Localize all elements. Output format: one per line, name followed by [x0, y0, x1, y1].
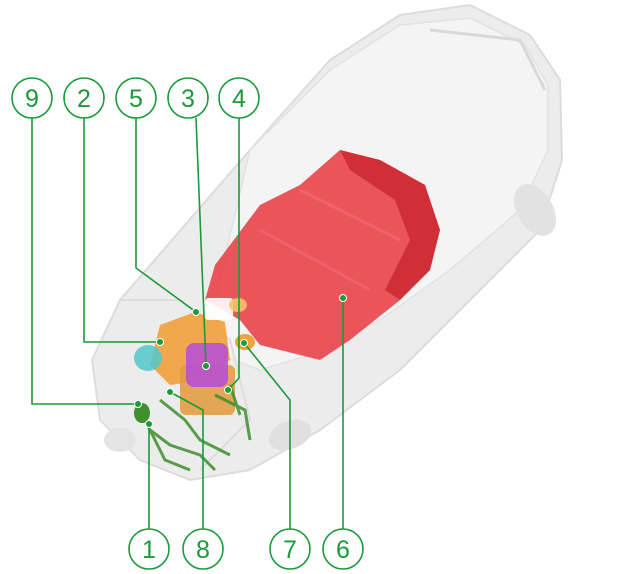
- callout-number-2: 2: [77, 85, 91, 113]
- callout-number-9: 9: [25, 85, 39, 113]
- callout-number-5: 5: [129, 85, 143, 113]
- anchor-dot-6: [340, 295, 347, 302]
- anchor-dot-4: [225, 387, 232, 394]
- anchor-dot-8: [167, 389, 174, 396]
- callout-number-3: 3: [181, 85, 195, 113]
- anchor-dot-5: [193, 309, 200, 316]
- callout-number-6: 6: [336, 536, 350, 564]
- callout-number-8: 8: [196, 536, 210, 564]
- anchor-dot-2: [157, 339, 164, 346]
- anchor-dot-1: [146, 421, 153, 428]
- anchor-dot-9: [135, 401, 142, 408]
- callout-number-7: 7: [283, 536, 297, 564]
- callout-number-1: 1: [142, 536, 156, 564]
- anchor-dot-3: [203, 363, 210, 370]
- anchor-dot-7: [241, 340, 248, 347]
- callout-number-4: 4: [232, 85, 246, 113]
